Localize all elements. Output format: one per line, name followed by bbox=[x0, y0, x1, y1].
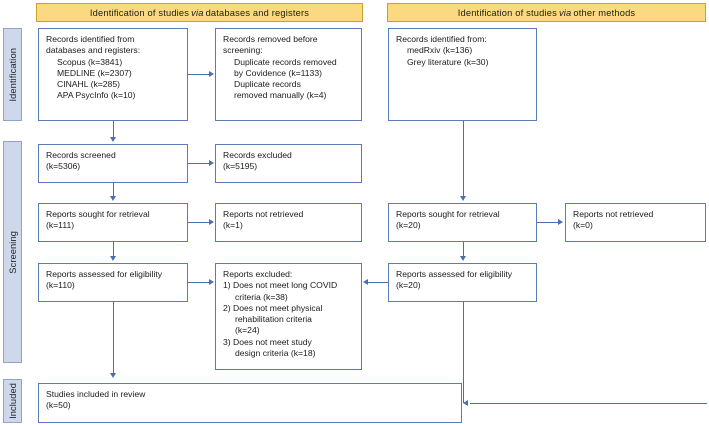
stage-label-included-text: Included bbox=[7, 383, 18, 419]
box-line: Records excluded bbox=[223, 150, 292, 160]
connector-identified-to-screened bbox=[113, 121, 114, 138]
box-reports-not-retrieved-databases: Reports not retrieved (k=1) bbox=[215, 203, 362, 242]
box-line: (k=110) bbox=[46, 280, 75, 291]
arrowhead-sought-to-not-retrieved-other bbox=[558, 218, 563, 225]
box-line: (k=0) bbox=[573, 220, 593, 231]
box-line: rehabilitation criteria bbox=[235, 314, 312, 325]
box-line: Duplicate records removed bbox=[234, 56, 337, 67]
connector-assessed-other-to-excluded bbox=[368, 282, 388, 283]
box-line: APA PsycInfo (k=10) bbox=[57, 90, 136, 101]
box-line: CINAHL (k=285) bbox=[57, 79, 120, 90]
box-line: 2) Does not meet physical bbox=[223, 302, 323, 313]
box-reports-not-retrieved-other: Reports not retrieved (k=0) bbox=[565, 203, 706, 242]
connector-assessed-other-to-included-vertical bbox=[463, 302, 464, 403]
banner-text-prefix: Identification of studies bbox=[89, 7, 190, 18]
arrowhead-assessed-db-to-excluded bbox=[209, 278, 214, 285]
box-records-identified-databases: Records identified from databases and re… bbox=[38, 28, 188, 121]
box-reports-excluded: Reports excluded: 1) Does not meet long … bbox=[215, 263, 362, 370]
box-records-removed-before-screening: Records removed before screening: Duplic… bbox=[215, 28, 362, 121]
box-reports-sought-databases: Reports sought for retrieval (k=111) bbox=[38, 203, 188, 242]
box-line: 1) Does not meet long COVID bbox=[223, 280, 338, 291]
connector-screened-to-excluded bbox=[188, 163, 210, 164]
arrowhead-identified-other-to-sought-other bbox=[459, 196, 466, 201]
box-line: Reports assessed for eligibility bbox=[46, 269, 163, 279]
arrowhead-screened-to-excluded bbox=[209, 159, 214, 166]
box-line: Reports sought for retrieval bbox=[46, 209, 150, 219]
arrowhead-sought-to-assessed-other bbox=[459, 256, 466, 261]
box-line: screening: bbox=[223, 45, 263, 56]
connector-identified-other-to-sought-other bbox=[463, 121, 464, 197]
box-line: (k=50) bbox=[46, 400, 71, 411]
box-line: Records screened bbox=[46, 150, 116, 160]
stage-label-identification: Identification bbox=[3, 28, 22, 121]
connector-sought-to-assessed-db bbox=[113, 242, 114, 256]
banner-text-emphasis: via bbox=[191, 7, 204, 18]
box-reports-assessed-other: Reports assessed for eligibility (k=20) bbox=[388, 263, 537, 302]
box-line: (k=111) bbox=[46, 220, 75, 231]
box-studies-included-in-review: Studies included in review (k=50) bbox=[38, 383, 462, 423]
box-records-screened: Records screened (k=5306) bbox=[38, 144, 188, 183]
box-line: 3) Does not meet study bbox=[223, 336, 312, 347]
arrowhead-identified-to-screened bbox=[109, 137, 116, 142]
arrowhead-sought-to-assessed-db bbox=[109, 256, 116, 261]
arrowhead-assessed-other-to-included bbox=[463, 399, 468, 406]
box-line: Reports not retrieved bbox=[573, 209, 654, 219]
connector-sought-to-not-retrieved-other bbox=[537, 222, 559, 223]
box-line: Reports not retrieved bbox=[223, 209, 304, 219]
box-line: Records identified from bbox=[46, 34, 135, 44]
connector-sought-to-not-retrieved-db bbox=[188, 222, 210, 223]
box-line: (k=1) bbox=[223, 220, 243, 231]
box-line: (k=20) bbox=[396, 220, 421, 231]
box-records-identified-other-methods: Records identified from: medRxiv (k=136)… bbox=[388, 28, 537, 121]
box-reports-sought-other: Reports sought for retrieval (k=20) bbox=[388, 203, 537, 242]
stage-label-screening: Screening bbox=[3, 141, 22, 363]
arrowhead-assessed-other-to-excluded bbox=[363, 278, 368, 285]
box-line: (k=20) bbox=[396, 280, 421, 291]
box-line: Grey literature (k=30) bbox=[407, 56, 489, 67]
box-reports-assessed-databases: Reports assessed for eligibility (k=110) bbox=[38, 263, 188, 302]
box-line: Records identified from: bbox=[396, 34, 487, 44]
stage-label-screening-text: Screening bbox=[7, 230, 18, 274]
box-line: (k=5195) bbox=[223, 161, 258, 172]
stage-label-included: Included bbox=[3, 379, 22, 423]
stage-label-identification-text: Identification bbox=[7, 47, 18, 102]
box-line: medRxiv (k=136) bbox=[407, 45, 473, 56]
box-records-excluded: Records excluded (k=5195) bbox=[215, 144, 362, 183]
box-line: Scopus (k=3841) bbox=[57, 56, 123, 67]
banner-text-suffix: databases and registers bbox=[205, 7, 310, 18]
box-line: (k=5306) bbox=[46, 161, 81, 172]
box-line: MEDLINE (k=2307) bbox=[57, 67, 132, 78]
banner-text-prefix: Identification of studies bbox=[457, 7, 557, 18]
box-line: by Covidence (k=1133) bbox=[234, 67, 322, 78]
connector-assessed-db-to-included bbox=[113, 302, 114, 374]
box-line: Reports excluded: bbox=[223, 269, 293, 279]
banner-databases-registers: Identification of studies via databases … bbox=[36, 3, 363, 22]
arrowhead-identified-to-removed bbox=[209, 70, 214, 77]
arrowhead-assessed-db-to-included bbox=[109, 373, 116, 378]
connector-assessed-db-to-excluded bbox=[188, 282, 210, 283]
arrowhead-sought-to-not-retrieved-db bbox=[209, 218, 214, 225]
box-line: databases and registers: bbox=[46, 45, 141, 56]
banner-text-emphasis: via bbox=[558, 7, 572, 18]
box-line: Reports sought for retrieval bbox=[396, 209, 500, 219]
box-line: Duplicate records bbox=[234, 79, 301, 90]
banner-other-methods: Identification of studies via other meth… bbox=[387, 3, 706, 22]
box-line: criteria (k=38) bbox=[235, 291, 288, 302]
box-line: Studies included in review bbox=[46, 389, 146, 399]
connector-sought-to-assessed-other bbox=[463, 242, 464, 256]
connector-screened-to-sought bbox=[113, 183, 114, 197]
box-line: design criteria (k=18) bbox=[235, 348, 316, 359]
arrowhead-screened-to-sought bbox=[109, 196, 116, 201]
banner-text-suffix: other methods bbox=[573, 7, 636, 18]
box-line: removed manually (k=4) bbox=[234, 90, 327, 101]
box-line: Records removed before bbox=[223, 34, 318, 44]
connector-identified-to-removed bbox=[188, 74, 210, 75]
box-line: Reports assessed for eligibility bbox=[396, 269, 513, 279]
box-line: (k=24) bbox=[235, 325, 260, 336]
connector-assessed-other-to-included-horizontal bbox=[470, 403, 707, 404]
